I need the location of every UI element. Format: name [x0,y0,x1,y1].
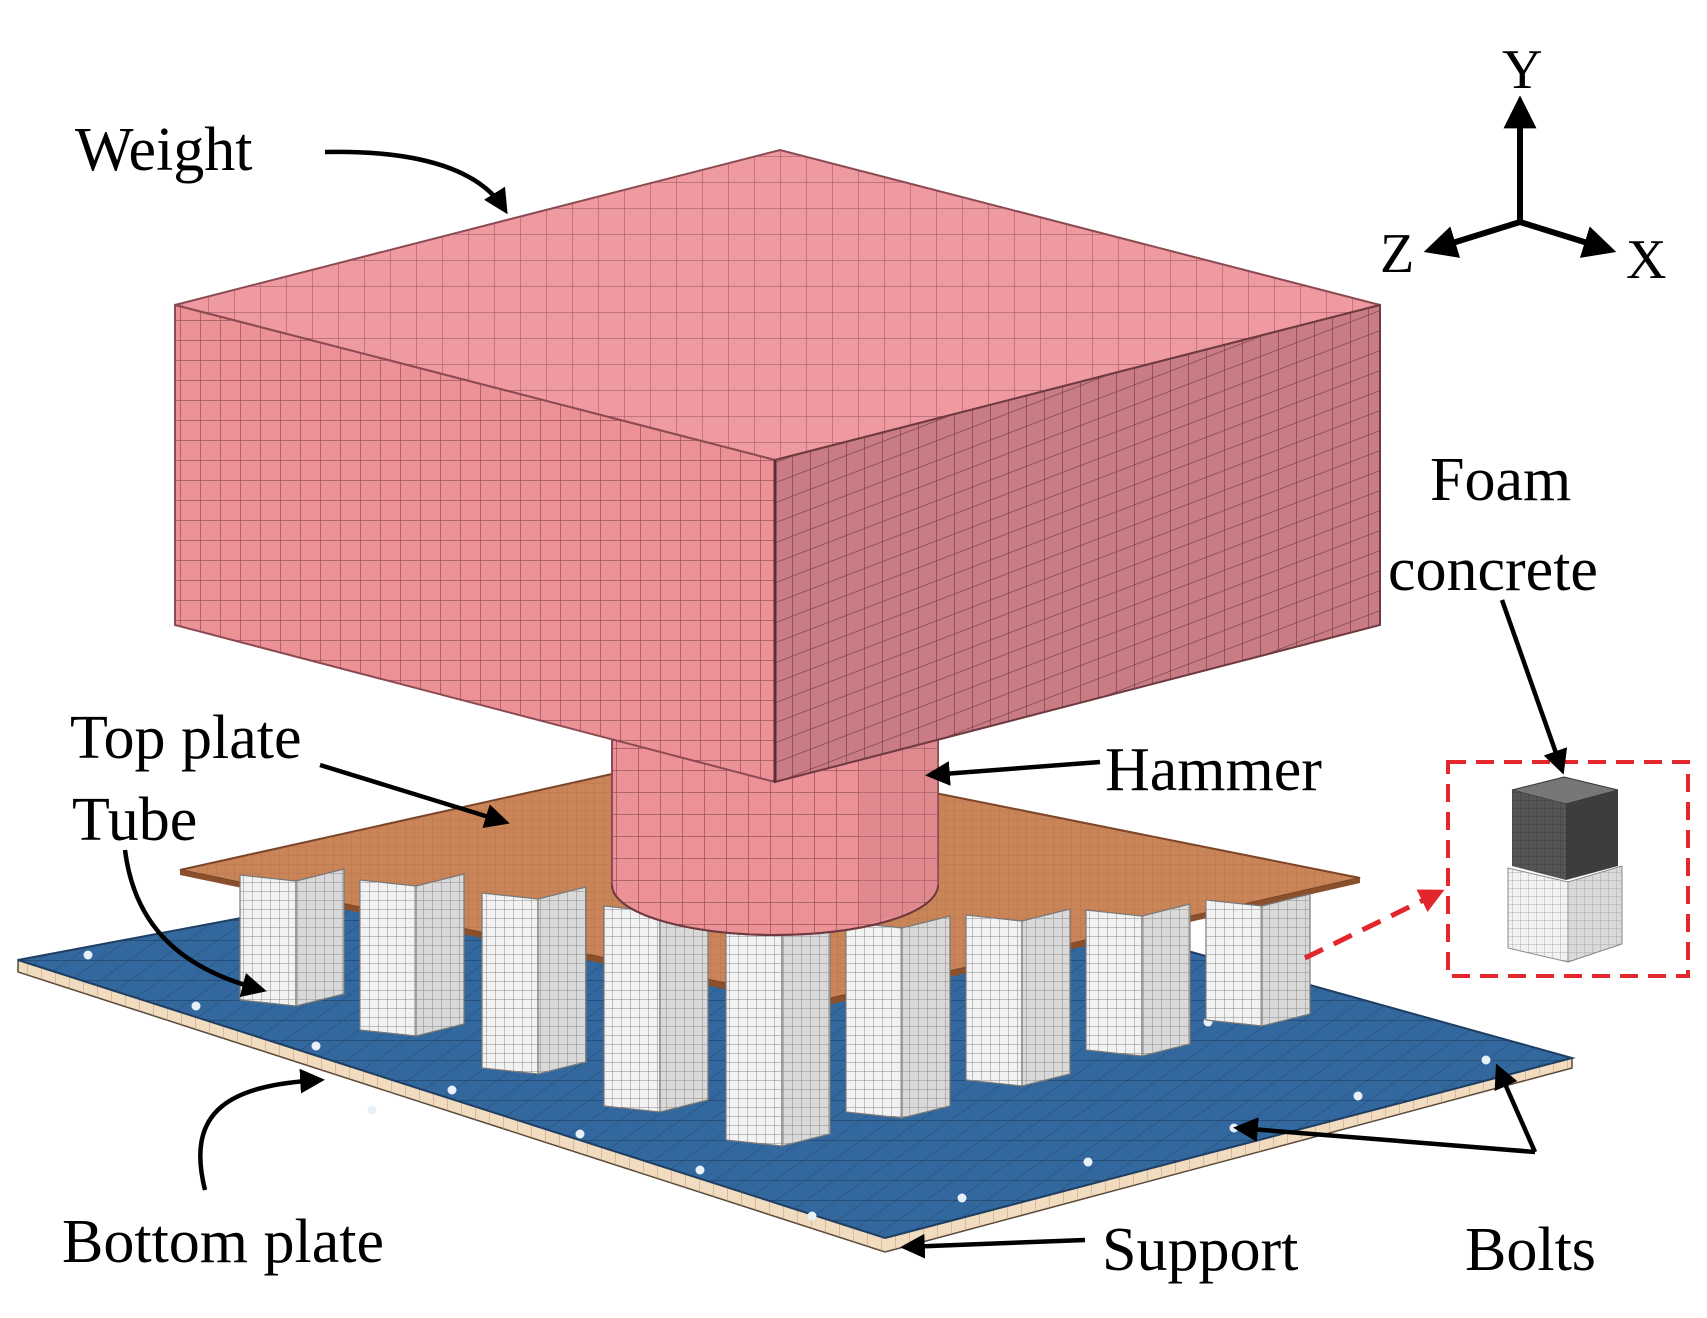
bolts-leader-1 [1233,1117,1536,1155]
weight-label: Weight [75,116,253,184]
weight-front-grid [175,305,775,782]
hammer [611,739,939,936]
bolts-label: Bolts [1465,1216,1596,1284]
tube-column [1205,893,1311,1027]
hammer-leader [925,759,1101,786]
tube-column [359,873,465,1037]
hammer-body-grid [612,740,938,935]
bottom-plate-leader [198,1068,325,1191]
leader-lines [122,149,1568,1259]
top-plate-leader [319,762,510,828]
hammer-label: Hammer [1105,736,1322,804]
support-label: Support [1102,1216,1298,1284]
foam-leader [1499,599,1568,775]
foam-concrete-callout [1303,760,1690,978]
tube-column [965,908,1071,1087]
concrete-label: concrete [1388,536,1598,604]
callout-box [1446,760,1690,978]
top-plate-label: Top plate [70,704,302,772]
callout-pointer [1303,889,1445,961]
weight-side-grid [775,305,1380,782]
front-tubes [239,868,1311,1147]
weight-block [174,148,1381,784]
tube-column [725,913,831,1147]
y-axis-label: Y [1502,39,1542,101]
foam-label: Foam [1430,446,1571,514]
z-axis-arrow [1423,219,1521,258]
bolts-leader-2 [1494,1063,1538,1153]
z-axis-label: Z [1380,223,1414,285]
tube-column [1085,903,1191,1057]
weight-leader [324,149,508,215]
tube-column [845,915,951,1119]
labels: Weight Top plate Tube Hammer Foam concre… [62,116,1598,1284]
tube-leader [122,849,267,997]
tube-label: Tube [72,786,197,854]
x-axis-arrow [1519,219,1617,258]
tube-column [239,868,345,1007]
tube-column [603,899,709,1113]
coordinate-axes: Y Z X [1380,39,1666,291]
x-axis-label: X [1626,229,1666,291]
bottom-plate-label: Bottom plate [62,1208,384,1276]
support-leader [900,1233,1086,1259]
tube-column [481,886,587,1075]
